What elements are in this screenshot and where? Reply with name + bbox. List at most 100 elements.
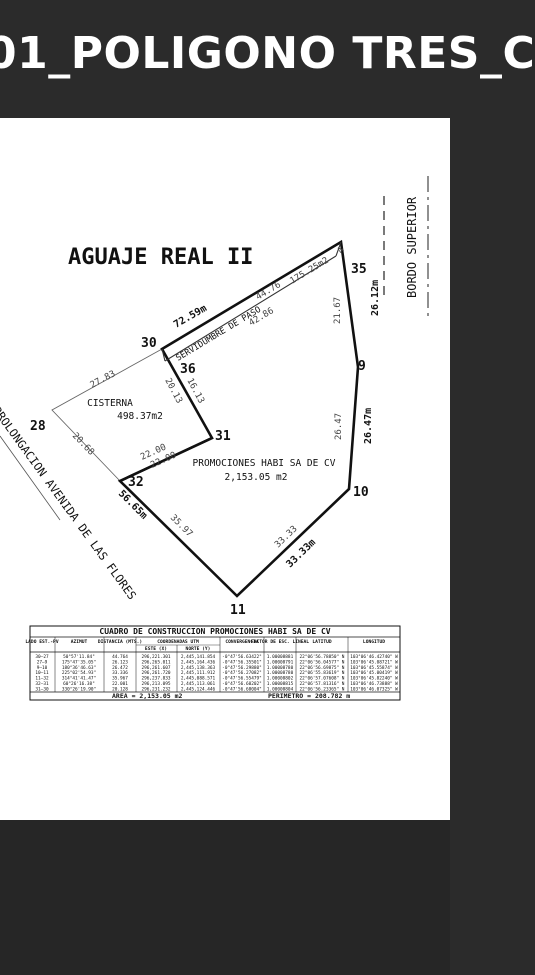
table-cell: 103°06'45.55874" W bbox=[350, 665, 398, 671]
table-cell: 296,237.833 bbox=[141, 676, 170, 682]
table-perimeter: PERIMETRO = 208.782 m bbox=[268, 692, 350, 700]
table-cell: -0°47'56.29880" bbox=[222, 665, 262, 671]
promo-name: PROMOCIONES HABI SA DE CV bbox=[193, 458, 336, 469]
cisterna-area: 498.37m2 bbox=[117, 411, 163, 422]
table-cell: 296,221.301 bbox=[141, 654, 170, 660]
table-cell: 2,445,141.854 bbox=[181, 654, 216, 660]
vertex-11: 11 bbox=[230, 603, 246, 618]
th-este: ESTE (X) bbox=[145, 646, 167, 652]
table-cell: 103°06'45.00419" W bbox=[350, 670, 398, 676]
table-cell: 26.472 bbox=[112, 665, 128, 671]
table-cell: 31—30 bbox=[35, 686, 49, 692]
bordo-label: BORDO SUPERIOR bbox=[405, 196, 419, 298]
table-cell: 103°06'46.73888" W bbox=[350, 681, 398, 687]
top-bar: 01_POLIGONO TRES_C bbox=[0, 0, 535, 118]
table-cell: 296,261.607 bbox=[141, 665, 170, 671]
table-cell: 44.764 bbox=[112, 654, 128, 660]
dim-20-68: 20.68 bbox=[70, 431, 96, 457]
table-cell: 22.001 bbox=[112, 681, 128, 687]
table-cell: 22°06'56.78850" N bbox=[300, 654, 345, 660]
table-cell: 22°06'56.23365" N bbox=[300, 686, 345, 692]
vertex-28: 28 bbox=[30, 419, 46, 434]
th-distancia: DISTANCIA (MTS.) bbox=[98, 639, 142, 645]
table-cell: 2,445,124.446 bbox=[181, 686, 216, 692]
table-cell: 22°06'55.83619" N bbox=[300, 670, 345, 676]
table-cell: 22°06'57.07608" N bbox=[300, 676, 345, 682]
th-azimut: AZIMUT bbox=[71, 639, 88, 645]
table-cell: 175°47'35.05" bbox=[62, 659, 96, 665]
table-cell: 225°02'54.93" bbox=[62, 670, 96, 676]
dim-26-47m: 26.47m bbox=[363, 408, 374, 444]
table-cell: 22°06'56.69875" N bbox=[300, 665, 345, 671]
dim-33-33: 33.33 bbox=[273, 524, 299, 550]
table-cell: 32—31 bbox=[35, 681, 49, 687]
document-title: 01_POLIGONO TRES_C bbox=[0, 28, 535, 79]
table-cell: -0°47'56.60202" bbox=[222, 681, 262, 687]
table-cell: 50°57'11.84" bbox=[63, 654, 95, 660]
table-cell: 103°06'46.42740" W bbox=[350, 654, 398, 660]
table-cell: 9—10 bbox=[37, 665, 48, 671]
vertex-35: 35 bbox=[351, 262, 367, 277]
table-cell: 296,265.011 bbox=[141, 659, 170, 665]
table-cell: 2,445,164.436 bbox=[181, 659, 216, 665]
table-cell: 1.00008815 bbox=[267, 681, 294, 687]
table-cell: 103°06'45.82240" W bbox=[350, 676, 398, 682]
table-cell: 22°06'56.04577" N bbox=[300, 659, 345, 665]
table-cell: 60°26'16.38" bbox=[63, 681, 95, 687]
table-cell: 27—9 bbox=[37, 659, 48, 665]
table-cell: 2,445,138.363 bbox=[181, 665, 216, 671]
table-cell: 30—27 bbox=[35, 654, 49, 660]
vertex-30: 30 bbox=[141, 336, 157, 351]
table-cell: 330°26'19.90" bbox=[62, 686, 96, 692]
dim-26-12: 26.12m bbox=[370, 280, 381, 316]
vertex-31: 31 bbox=[215, 429, 231, 444]
th-factor: FACTOR DE ESC. LINEAL bbox=[251, 639, 309, 645]
table-title: CUADRO DE CONSTRUCCION PROMOCIONES HABI … bbox=[99, 627, 330, 636]
table-cell: -0°47'56.55479" bbox=[222, 676, 262, 682]
table-cell: 1.00008791 bbox=[267, 659, 294, 665]
vertex-32: 32 bbox=[128, 475, 144, 490]
dim-72-59: 72.59m bbox=[172, 303, 209, 331]
vertex-36: 36 bbox=[180, 362, 196, 377]
table-cell: 22°06'57.81316" N bbox=[300, 681, 345, 687]
th-latitud: LATITUD bbox=[312, 639, 332, 645]
table-cell: 10—11 bbox=[35, 670, 49, 676]
street-label: PROLONGACION AVENIDA DE LAS FLORES bbox=[0, 404, 139, 603]
th-norte: NORTE (Y) bbox=[186, 646, 211, 652]
vertex-10: 10 bbox=[353, 485, 369, 500]
table-cell: 296,213.095 bbox=[141, 681, 170, 687]
table-cell: -0°47'56.27082" bbox=[222, 670, 262, 676]
plan-title: AGUAJE REAL II bbox=[68, 245, 253, 270]
cisterna-name: CISTERNA bbox=[87, 398, 133, 409]
table-rows: 30—27 50°57'11.84" 44.764 296,221.301 2,445,… bbox=[35, 654, 398, 692]
promo-area: 2,153.05 m2 bbox=[225, 472, 288, 483]
table-cell: 1.00008802 bbox=[267, 676, 294, 682]
table-cell: 180°36'46.63" bbox=[62, 665, 96, 671]
bottom-bar bbox=[0, 820, 450, 975]
dim-4: 4 bbox=[336, 246, 347, 255]
construction-table: CUADRO DE CONSTRUCCION PROMOCIONES HABI … bbox=[25, 625, 401, 701]
th-longitud: LONGITUD bbox=[363, 639, 385, 645]
th-coordenadas: COORDENADAS UTM bbox=[157, 639, 199, 645]
table-cell: 26.123 bbox=[112, 659, 128, 665]
street-edge bbox=[0, 435, 61, 521]
table-cell: 2,445,113.061 bbox=[181, 681, 216, 687]
table-area: AREA = 2,153.05 m2 bbox=[112, 692, 183, 700]
dim-27-83: 27.83 bbox=[89, 369, 118, 391]
table-cell: 103°06'45.08721" W bbox=[350, 659, 398, 665]
table-cell: 11—32 bbox=[35, 676, 49, 682]
table-cell: 1.00008804 bbox=[267, 686, 294, 692]
dim-16-13: 16.13 bbox=[184, 377, 206, 406]
table-cell: -0°47'56.68004" bbox=[222, 686, 262, 692]
th-convergencia: CONVERGENCIA bbox=[225, 639, 258, 645]
table-cell: 103°06'46.07325" W bbox=[350, 686, 398, 692]
edge-32-31 bbox=[119, 436, 213, 483]
table-cell: 296,231.232 bbox=[141, 686, 170, 692]
table-cell: 20.128 bbox=[112, 686, 128, 692]
th-lado: LADO EST.-PV bbox=[25, 639, 58, 645]
table-cell: 2,445,111.912 bbox=[181, 670, 216, 676]
vertex-9: 9 bbox=[358, 359, 366, 374]
table-cell: 1.00008780 bbox=[267, 670, 294, 676]
plan-sheet: AGUAJE REAL II BORDO SUPERIOR PROLONGACI… bbox=[0, 118, 450, 820]
table-cell: 314°41'41.47" bbox=[62, 676, 96, 682]
